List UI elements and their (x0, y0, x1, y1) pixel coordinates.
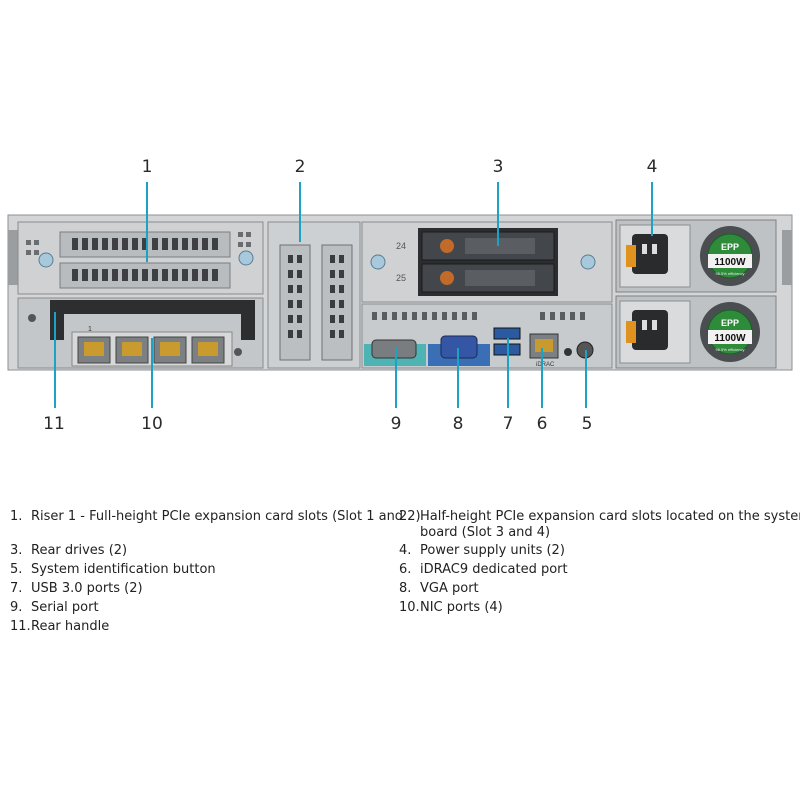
chassis-ear-left (8, 230, 18, 285)
drive-bay-label: 24 (396, 241, 406, 251)
psu-badge: EPP (721, 318, 739, 328)
callout-1: 1 (142, 157, 153, 177)
thumbscrew-icon (38, 252, 54, 268)
psu-badge: EPP (721, 242, 739, 252)
callout-8: 8 (453, 414, 464, 434)
idrac-label: iDRAC (536, 362, 555, 368)
power-inlet-icon (632, 234, 668, 274)
psu-efficiency: 96.5% efficiency (715, 347, 744, 352)
callout-10: 10 (141, 414, 163, 434)
callout-6: 6 (537, 414, 548, 434)
rear-handle (50, 300, 255, 314)
riser-1-slots (17, 221, 264, 295)
power-inlet-icon (632, 310, 668, 350)
callout-lines (54, 182, 653, 408)
callout-4: 4 (647, 157, 658, 177)
legend: 1. Riser 1 - Full-height PCIe expansion … (10, 509, 800, 634)
thumbscrew-icon (370, 254, 386, 270)
half-height-slots (267, 221, 361, 369)
nic-ports: 1 (71, 326, 233, 367)
callout-2: 2 (295, 157, 306, 177)
rear-drives: 24 25 (361, 221, 613, 303)
usb-port (493, 327, 521, 340)
callout-7: 7 (503, 414, 514, 434)
callout-9: 9 (391, 414, 402, 434)
psu-efficiency: 96.5% efficiency (715, 271, 744, 276)
thumbscrew-icon (580, 254, 596, 270)
nic-port-number: 1 (88, 326, 92, 333)
psu-wattage: 1100W (714, 257, 746, 268)
callout-3: 3 (493, 157, 504, 177)
callout-5: 5 (582, 414, 593, 434)
server-rear-diagram: 1 24 25 iDRAC (7, 157, 793, 434)
psu-wattage: 1100W (714, 333, 746, 344)
serial-port (371, 339, 417, 359)
rear-io-panel: iDRAC (361, 303, 613, 369)
power-supply-unit-top: EPP 1100W 96.5% efficiency (615, 219, 777, 293)
chassis-ear-right (782, 230, 792, 285)
callout-11: 11 (43, 414, 65, 434)
power-supply-unit-bottom: EPP 1100W 96.5% efficiency (615, 295, 777, 369)
drive-bay-label: 25 (396, 273, 406, 283)
thumbscrew-icon (238, 250, 254, 266)
